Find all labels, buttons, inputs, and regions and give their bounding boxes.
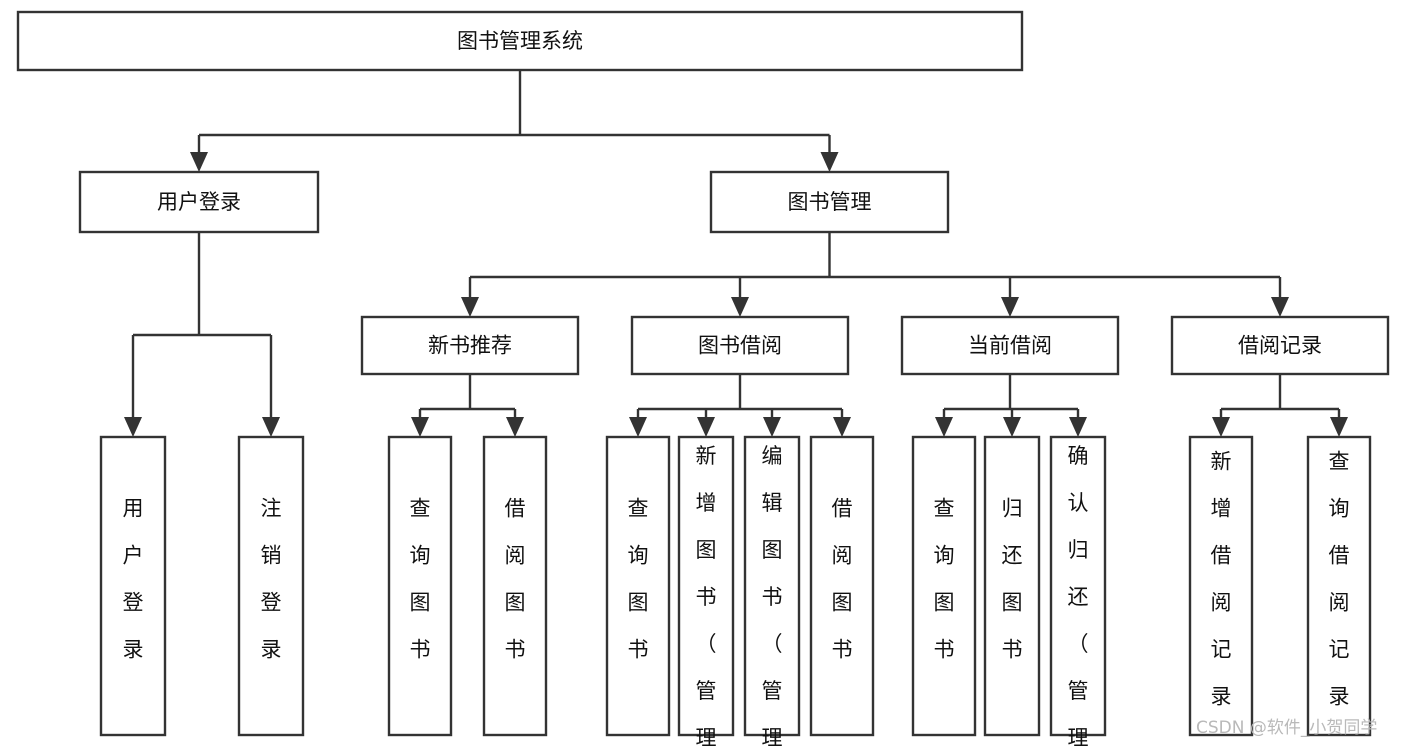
- arrow-head: [697, 417, 715, 437]
- node-box-leaf-query-book-2[interactable]: [605, 435, 671, 737]
- node-label-leaf-borrow-book-1: 借阅图书: [505, 497, 526, 662]
- node-leaf-add-record[interactable]: 新增借阅记录: [1188, 435, 1254, 737]
- node-box-root[interactable]: [16, 10, 1024, 72]
- node-leaf-return-book[interactable]: 归还图书: [983, 435, 1041, 737]
- node-leaf-confirm-return[interactable]: 确认归还（管理员）: [1049, 435, 1107, 747]
- node-leaf-borrow-book-2[interactable]: 借阅图书: [809, 435, 875, 737]
- node-box-book-borrow[interactable]: [630, 315, 850, 376]
- node-leaf-query-record[interactable]: 查询借阅记录: [1306, 435, 1372, 737]
- node-boxes-layer: 图书管理系统用户登录图书管理新书推荐图书借阅当前借阅借阅记录用户登录注销登录查询…: [16, 10, 1390, 747]
- node-box-leaf-logout[interactable]: [237, 435, 305, 737]
- node-current-borrow[interactable]: 当前借阅: [900, 315, 1120, 376]
- node-label-new-book-rec: 新书推荐: [428, 334, 512, 358]
- arrow-head: [411, 417, 429, 437]
- node-leaf-edit-book[interactable]: 编辑图书（管理员）: [743, 435, 801, 747]
- arrow-head: [1001, 297, 1019, 317]
- node-label-user-login: 用户登录: [157, 190, 241, 214]
- node-label-leaf-return-book: 归还图书: [1002, 497, 1023, 662]
- arrow-head: [833, 417, 851, 437]
- node-box-borrow-record[interactable]: [1170, 315, 1390, 376]
- node-label-leaf-edit-book: 编辑图书（管理员）: [762, 444, 783, 747]
- node-box-book-manage[interactable]: [709, 170, 950, 234]
- node-label-book-borrow: 图书借阅: [698, 334, 782, 358]
- node-label-borrow-record: 借阅记录: [1238, 334, 1322, 358]
- node-box-leaf-user-login[interactable]: [99, 435, 167, 737]
- node-label-leaf-add-record: 新增借阅记录: [1211, 450, 1232, 709]
- node-book-borrow[interactable]: 图书借阅: [630, 315, 850, 376]
- node-leaf-query-book-3[interactable]: 查询图书: [911, 435, 977, 737]
- arrow-head: [935, 417, 953, 437]
- node-label-leaf-logout: 注销登录: [261, 497, 282, 662]
- node-box-leaf-borrow-book-2[interactable]: [809, 435, 875, 737]
- arrow-head: [1003, 417, 1021, 437]
- node-box-leaf-query-record[interactable]: [1306, 435, 1372, 737]
- node-box-leaf-confirm-return[interactable]: [1049, 435, 1107, 737]
- arrow-head: [1212, 417, 1230, 437]
- arrow-head: [190, 152, 208, 172]
- arrow-head: [820, 152, 839, 172]
- node-label-leaf-user-login: 用户登录: [123, 497, 144, 662]
- node-label-leaf-add-book: 新增图书（管理员）: [696, 444, 717, 747]
- arrow-head: [461, 297, 479, 317]
- arrow-head: [1069, 417, 1087, 437]
- node-label-leaf-confirm-return: 确认归还（管理员）: [1068, 444, 1089, 747]
- arrow-head: [629, 417, 647, 437]
- node-label-leaf-query-record: 查询借阅记录: [1329, 450, 1350, 709]
- arrow-head: [1271, 297, 1289, 317]
- connector-edges-layer: [124, 70, 1348, 437]
- node-borrow-record[interactable]: 借阅记录: [1170, 315, 1390, 376]
- watermark-label: CSDN @软件_小贺同学: [1196, 718, 1377, 738]
- arrow-head: [1330, 417, 1348, 437]
- node-box-leaf-borrow-book-1[interactable]: [482, 435, 548, 737]
- node-leaf-logout[interactable]: 注销登录: [237, 435, 305, 737]
- node-label-leaf-query-book-1: 查询图书: [410, 497, 431, 662]
- node-leaf-add-book[interactable]: 新增图书（管理员）: [677, 435, 735, 747]
- node-box-leaf-return-book[interactable]: [983, 435, 1041, 737]
- node-new-book-rec[interactable]: 新书推荐: [360, 315, 580, 376]
- node-box-leaf-add-book[interactable]: [677, 435, 735, 737]
- arrow-head: [124, 417, 142, 437]
- node-user-login[interactable]: 用户登录: [78, 170, 320, 234]
- node-label-current-borrow: 当前借阅: [968, 334, 1052, 358]
- node-label-root: 图书管理系统: [457, 29, 583, 53]
- node-leaf-user-login[interactable]: 用户登录: [99, 435, 167, 737]
- node-label-book-manage: 图书管理: [788, 190, 872, 214]
- arrow-head: [763, 417, 781, 437]
- arrow-head: [262, 417, 280, 437]
- node-label-leaf-borrow-book-2: 借阅图书: [832, 497, 853, 662]
- node-box-current-borrow[interactable]: [900, 315, 1120, 376]
- node-label-leaf-query-book-3: 查询图书: [934, 497, 955, 662]
- node-box-user-login[interactable]: [78, 170, 320, 234]
- node-box-leaf-edit-book[interactable]: [743, 435, 801, 737]
- node-book-manage[interactable]: 图书管理: [709, 170, 950, 234]
- node-box-leaf-query-book-1[interactable]: [387, 435, 453, 737]
- node-box-leaf-query-book-3[interactable]: [911, 435, 977, 737]
- node-label-leaf-query-book-2: 查询图书: [628, 497, 649, 662]
- node-box-leaf-add-record[interactable]: [1188, 435, 1254, 737]
- node-leaf-query-book-1[interactable]: 查询图书: [387, 435, 453, 737]
- arrow-head: [506, 417, 524, 437]
- arrow-head: [731, 297, 749, 317]
- node-box-new-book-rec[interactable]: [360, 315, 580, 376]
- node-leaf-borrow-book-1[interactable]: 借阅图书: [482, 435, 548, 737]
- node-leaf-query-book-2[interactable]: 查询图书: [605, 435, 671, 737]
- node-root[interactable]: 图书管理系统: [16, 10, 1024, 72]
